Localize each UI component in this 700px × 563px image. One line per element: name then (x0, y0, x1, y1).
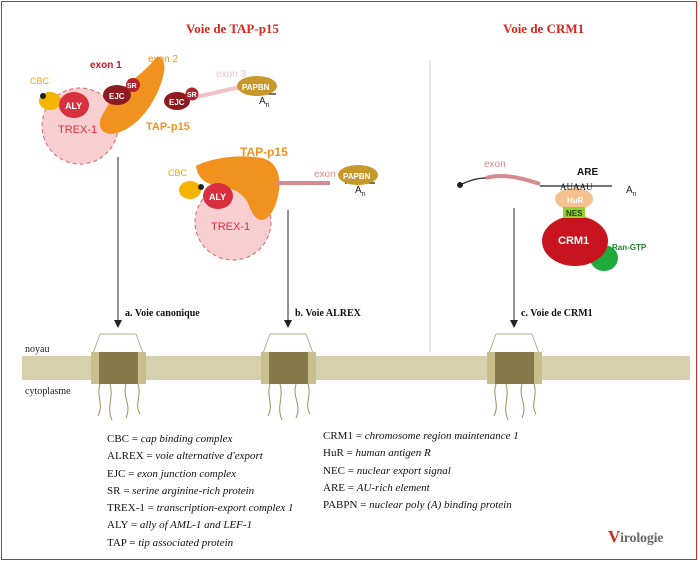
auaau-label: AUAAU (560, 182, 593, 192)
legend-item: ARE = AU-rich element (323, 481, 430, 494)
papbn-protein-b (338, 165, 378, 185)
ejc-1 (103, 85, 131, 105)
pore-b-filaments (267, 383, 311, 421)
papbn-protein (237, 76, 277, 96)
cbc-label-a: CBC (30, 76, 50, 86)
exon-label-b: exon (314, 169, 336, 180)
label-noyau: noyau (25, 344, 49, 355)
tap-label-a: TAP-p15 (146, 121, 190, 133)
nes-label: NES (566, 209, 583, 218)
papbn-label-b: PAPBN (343, 172, 371, 181)
export-arrows (114, 157, 518, 328)
sr1-label: SR (127, 83, 137, 90)
arrowhead-canonique (114, 320, 122, 328)
panel-c-complex: exon ARE AUAAU HuR NES CRM1 Ran-GTP An (457, 159, 647, 271)
pore-a-channel (99, 352, 138, 384)
legend-item: NEC = nuclear export signal (323, 464, 451, 477)
hur-label: HuR (567, 196, 584, 205)
legend-right: CRM1 = chromosome region maintenance 1 H… (323, 428, 519, 514)
cap-dot-c (457, 182, 463, 188)
exon3-label: exon 3 (216, 69, 246, 80)
polya-label-c: An (626, 185, 637, 198)
pore-c-channel (495, 352, 534, 384)
cbc-cap-b (179, 181, 201, 199)
crm1-protein (542, 216, 608, 266)
arrowhead-crm1 (510, 320, 518, 328)
legend-item: EJC = exon junction complex (107, 467, 237, 480)
ejc2-label: EJC (169, 98, 185, 107)
nuclear-pore-b (261, 333, 316, 421)
legend-left: CBC = cap binding complex ALREX = voie a… (107, 431, 293, 552)
exon-label-c: exon (484, 159, 506, 170)
header-crm1: Voie de CRM1 (503, 21, 584, 36)
tap-p15-protein-b (196, 156, 280, 220)
header-tap-p15: Voie de TAP-p15 (186, 21, 279, 36)
label-cytoplasme: cytoplasme (25, 386, 71, 397)
sr-1 (126, 78, 140, 92)
aly-label-a: ALY (65, 101, 82, 111)
nuclear-pore-c (487, 333, 542, 421)
are-label: ARE (577, 167, 598, 178)
trex-label-a: TREX-1 (58, 124, 97, 136)
tap-label-b: TAP-p15 (240, 145, 288, 159)
legend-item: ALY = ally of AML-1 and LEF-1 (107, 519, 253, 532)
nuclear-pore-a (91, 333, 146, 421)
mrna-exon-c (485, 174, 541, 186)
legend-item: CBC = cap binding complex (107, 433, 233, 445)
pathway-label-alrex: b. Voie ALREX (295, 308, 362, 319)
cap-dot-b (198, 184, 204, 190)
nes-signal (563, 207, 585, 218)
legend-item: PABPN = nuclear poly (A) binding protein (323, 499, 512, 512)
tap-p15-protein (99, 56, 165, 134)
legend-item: HuR = human antigen R (323, 447, 431, 460)
papbn-label-a: PAPBN (242, 83, 270, 92)
legend-item: CRM1 = chromosome region maintenance 1 (323, 430, 519, 442)
legend-item: ALREX = voie alternative d'export (107, 450, 263, 463)
sr2-label: SR (187, 92, 197, 99)
pathway-label-canonique: a. Voie canonique (125, 308, 200, 319)
ran-gtp-label: Ran-GTP (612, 243, 647, 252)
mrna-exon3 (195, 85, 241, 99)
pathway-label-crm1: c. Voie de CRM1 (521, 308, 593, 319)
arrowhead-alrex (284, 320, 292, 328)
polya-label-a: An (259, 96, 270, 109)
cap-dot (40, 93, 46, 99)
ejc1-label: EJC (109, 92, 125, 101)
aly-protein (59, 92, 89, 118)
trex-label-b: TREX-1 (211, 221, 250, 233)
sr-2 (185, 87, 199, 101)
aly-label-b: ALY (209, 192, 226, 202)
hur-protein (555, 188, 593, 210)
mrna-5prime-c (459, 177, 487, 186)
pore-b-channel (269, 352, 308, 384)
exon1-label: exon 1 (90, 60, 122, 71)
pore-a-filaments (97, 383, 141, 421)
panel-a-complex: CBC ALY EJC SR EJC SR TREX-1 exon 1 exon… (30, 54, 277, 165)
legend-item: SR = serine arginine-rich protein (107, 484, 255, 497)
virologie-logo: Virologie (608, 527, 664, 546)
aly-protein-b (203, 183, 233, 209)
crm1-label: CRM1 (558, 235, 589, 247)
legend-item: TREX-1 = transcription-export complex 1 (107, 502, 294, 515)
panel-b-complex: TAP-p15 CBC ALY TREX-1 exon PAPBN An (168, 145, 378, 261)
ejc-2 (164, 92, 190, 110)
cbc-label-b: CBC (168, 168, 188, 178)
exon2-label: exon 2 (148, 54, 178, 65)
legend-item: TAP = tip associated protein (107, 536, 234, 549)
polya-label-b: An (355, 185, 366, 198)
pore-c-filaments (493, 383, 537, 421)
